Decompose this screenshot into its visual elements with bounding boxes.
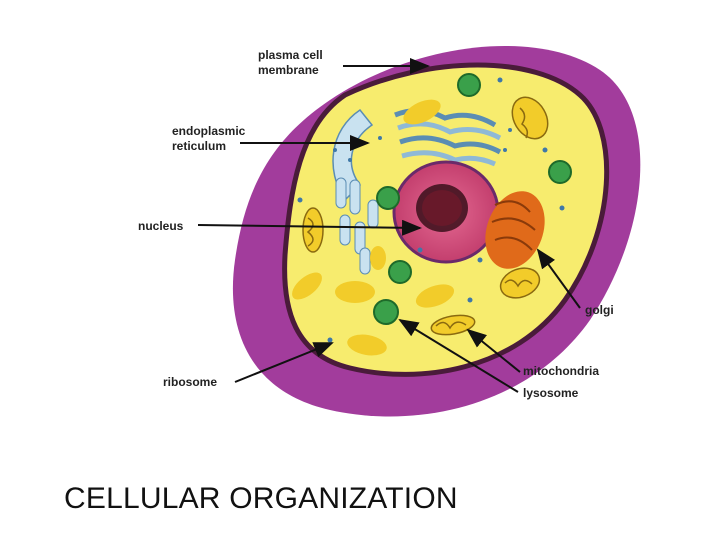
label-mitochondria: mitochondria <box>523 364 599 378</box>
slide-caption: CELLULAR ORGANIZATION <box>64 482 458 515</box>
label-endoplasmic-reticulum-line2: reticulum <box>172 139 226 153</box>
label-ribosome: ribosome <box>163 375 217 389</box>
label-endoplasmic-reticulum-line1: endoplasmic <box>172 124 246 138</box>
endoplasmic-reticulum <box>332 108 512 275</box>
arrow-mitochondria <box>466 328 521 373</box>
cytoplasm-organelles <box>292 99 455 356</box>
nucleus <box>392 160 500 264</box>
golgi-apparatus <box>485 191 545 269</box>
arrow-lysosome <box>398 318 519 393</box>
ribosome-dots <box>297 77 565 343</box>
lysosomes <box>373 73 572 325</box>
arrow-golgi <box>536 248 581 309</box>
arrow-ribosome <box>234 342 334 383</box>
pointer-arrows <box>197 58 581 393</box>
label-nucleus: nucleus <box>138 219 184 233</box>
arrow-nucleus <box>197 219 422 236</box>
label-lysosome: lysosome <box>523 386 579 400</box>
label-plasma-cell-membrane-line2: membrane <box>258 63 319 77</box>
label-plasma-cell-membrane-line1: plasma cell <box>258 48 323 62</box>
label-golgi: golgi <box>585 303 614 317</box>
mitochondria <box>302 96 549 336</box>
